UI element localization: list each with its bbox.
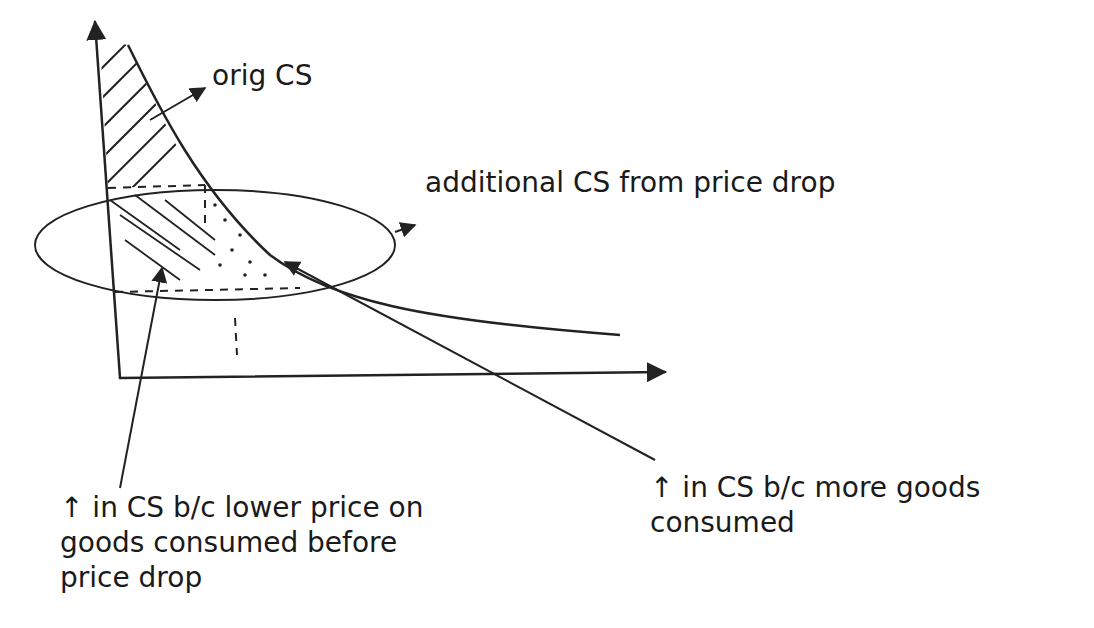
annotation-label: ↑ in CS b/c lower price on goods consume… — [60, 490, 460, 595]
price-lines — [108, 185, 300, 355]
leader-lines — [120, 88, 655, 488]
rect-gain-hatch — [110, 195, 215, 280]
triangle-gain-dots — [213, 203, 267, 277]
axes — [95, 22, 665, 378]
annotation-label: orig CS — [212, 58, 412, 93]
highlight-ellipse — [35, 190, 395, 300]
annotation-label: ↑ in CS b/c more goods consumed — [650, 470, 1070, 540]
annotation-label: additional CS from price drop — [425, 165, 1045, 200]
